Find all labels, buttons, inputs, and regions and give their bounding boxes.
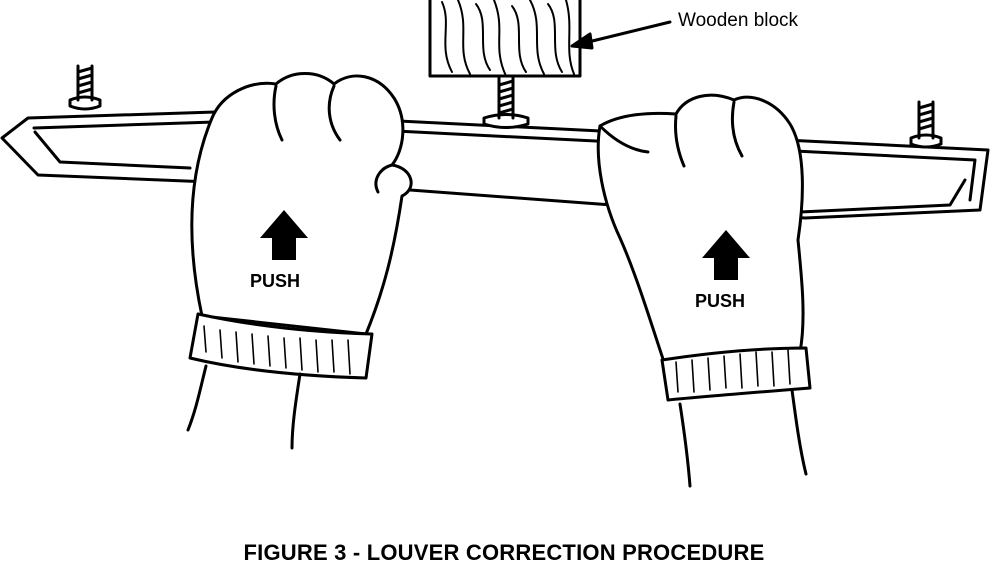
center-stud xyxy=(482,76,530,129)
left-mounting-stud xyxy=(68,64,102,111)
right-hand xyxy=(596,93,812,488)
left-push-label: PUSH xyxy=(250,271,300,291)
wooden-block-label: Wooden block xyxy=(678,10,799,31)
right-push-label: PUSH xyxy=(695,291,745,311)
wooden-block xyxy=(428,0,582,78)
figure-caption: FIGURE 3 - LOUVER CORRECTION PROCEDURE xyxy=(243,540,765,565)
right-push-arrow-icon xyxy=(702,230,750,280)
left-hand xyxy=(186,72,413,450)
right-mounting-stud xyxy=(909,100,943,149)
wooden-block-leader xyxy=(570,20,672,50)
left-push-arrow-icon xyxy=(260,210,308,260)
